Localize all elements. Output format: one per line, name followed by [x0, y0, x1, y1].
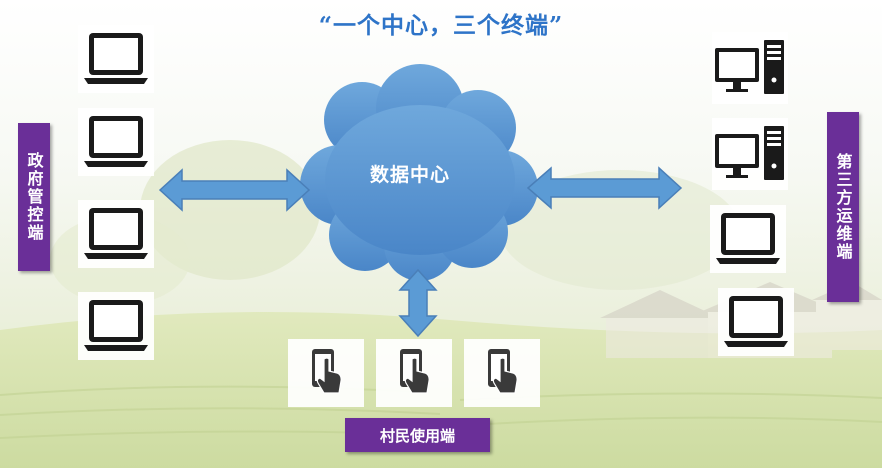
double-arrow-left	[158, 168, 311, 212]
label-government-control: 政府管控端	[18, 123, 50, 271]
smartphone-touch-icon	[312, 349, 342, 394]
label-villager-use: 村民使用端	[345, 418, 490, 452]
double-arrow-bottom	[398, 268, 438, 338]
right-device-3	[710, 205, 786, 273]
data-center-label: 数据中心	[369, 164, 450, 186]
cloud-shape	[300, 64, 538, 281]
laptop-icon	[84, 300, 148, 351]
laptop-icon	[84, 208, 148, 259]
laptop-icon	[716, 213, 780, 264]
smartphone-touch-icon	[400, 349, 430, 394]
left-device-1	[78, 25, 154, 93]
right-device-2	[712, 118, 788, 190]
right-device-1	[712, 32, 788, 104]
right-device-4	[718, 288, 794, 356]
left-device-4	[78, 292, 154, 360]
smartphone-touch-icon	[488, 349, 518, 394]
laptop-icon	[84, 116, 148, 167]
left-device-2	[78, 108, 154, 176]
desktop-computer-icon	[715, 40, 784, 94]
diagram-title: “一个中心，三个终端”	[318, 12, 564, 39]
bottom-device-1	[288, 339, 364, 407]
desktop-computer-icon	[715, 126, 784, 180]
laptop-icon	[84, 33, 148, 84]
bottom-device-3	[464, 339, 540, 407]
double-arrow-right	[526, 166, 683, 210]
bottom-device-2	[376, 339, 452, 407]
left-device-3	[78, 200, 154, 268]
label-third-party-maintenance: 第三方运维端	[827, 112, 859, 302]
laptop-icon	[724, 296, 788, 347]
